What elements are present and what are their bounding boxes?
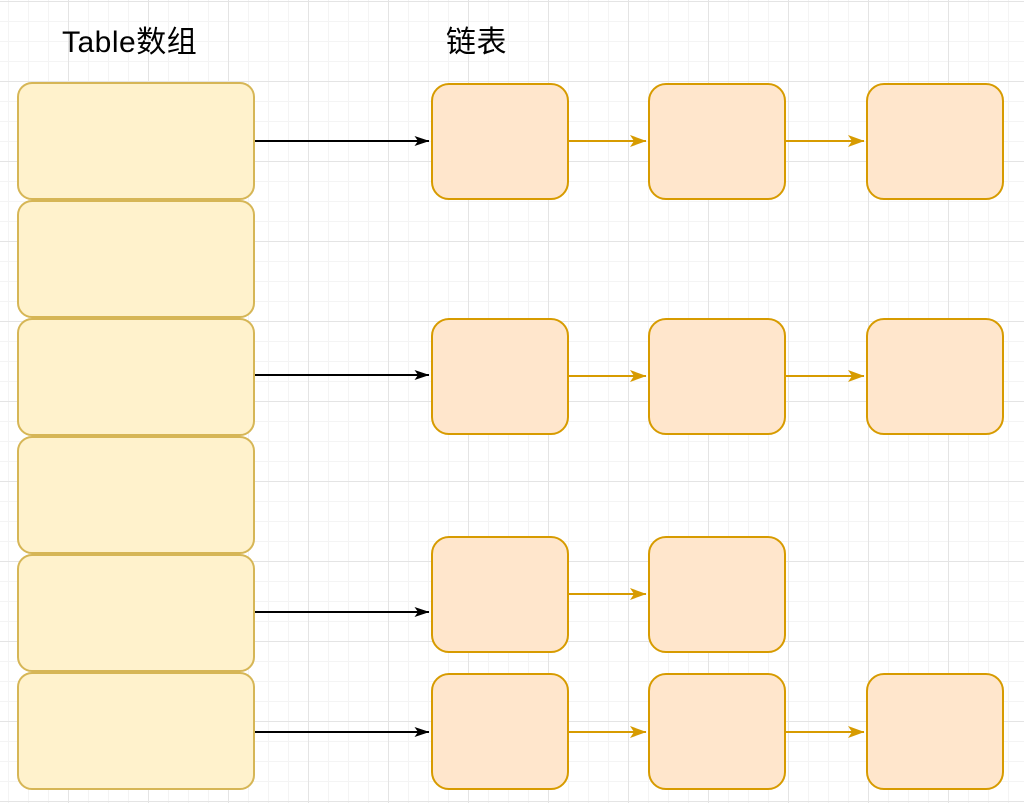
table-cell-4 [17,554,255,672]
linked-list-node-r3-c2 [866,673,1004,790]
linked-list-node-r1-c2 [866,318,1004,435]
table-cell-5 [17,672,255,790]
linked-list-node-r1-c1 [648,318,786,435]
linked-list-title: 链表 [446,26,507,59]
linked-list-node-r3-c0 [431,673,569,790]
linked-list-node-r0-c2 [866,83,1004,200]
linked-list-node-r2-c0 [431,536,569,653]
table-array-title: Table数组 [62,26,198,59]
table-cell-1 [17,200,255,318]
linked-list-node-r1-c0 [431,318,569,435]
linked-list-node-r0-c1 [648,83,786,200]
linked-list-node-r2-c1 [648,536,786,653]
table-cell-2 [17,318,255,436]
linked-list-node-r0-c0 [431,83,569,200]
linked-list-node-r3-c1 [648,673,786,790]
table-cell-0 [17,82,255,200]
table-cell-3 [17,436,255,554]
